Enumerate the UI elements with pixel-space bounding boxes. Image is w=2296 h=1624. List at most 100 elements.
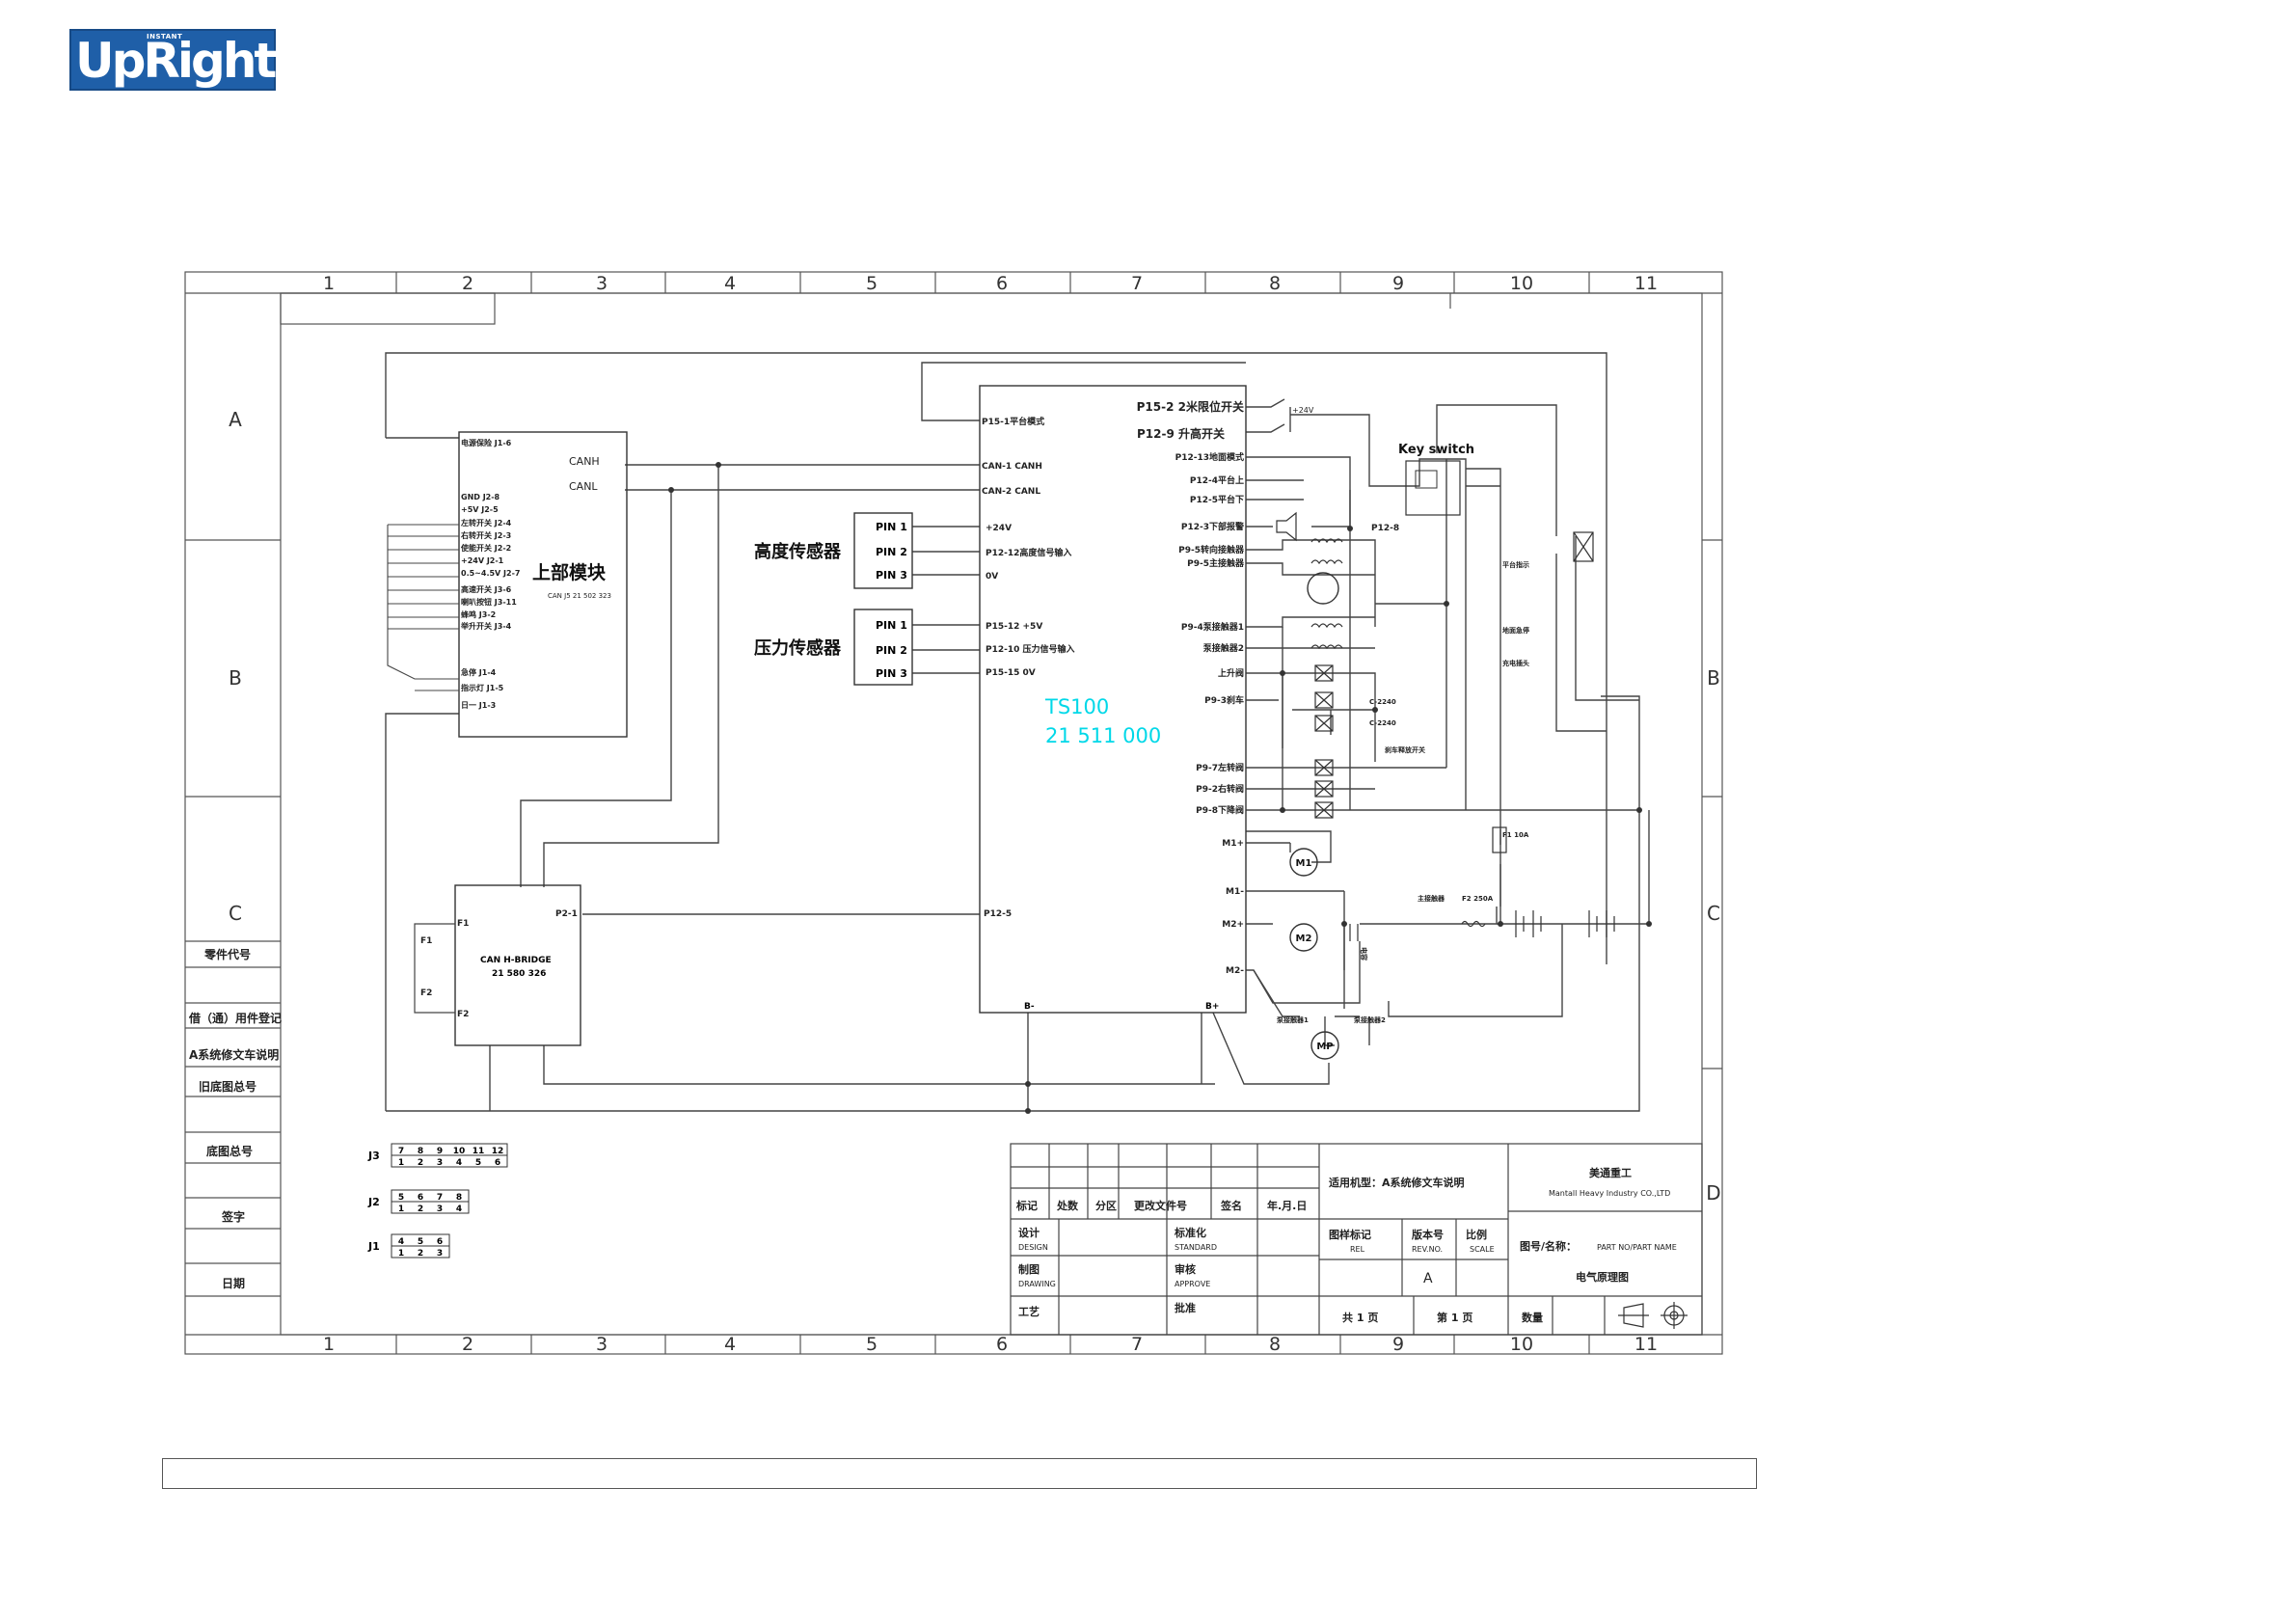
row-label: B (229, 666, 242, 690)
module-pin: +24V J2-1 (461, 556, 504, 565)
col-label: 5 (866, 273, 878, 294)
capacitor-label: 电容 (1360, 947, 1368, 961)
sensor-pin: PIN 2 (876, 644, 907, 657)
tb-cell: 比例 (1466, 1228, 1487, 1241)
svg-text:3: 3 (437, 1249, 443, 1259)
right-label: 泵接触器2 (1353, 1015, 1386, 1024)
module-part: CAN J5 21 502 323 (548, 592, 611, 600)
connector-label: J2 (367, 1196, 380, 1208)
height-sensor-label: 高度传感器 (754, 541, 842, 562)
svg-text:12: 12 (492, 1147, 504, 1156)
upper-module: 上部模块 CANH CANL CAN J5 21 502 323 电源保险 J1… (387, 431, 628, 738)
module-pin: 电源保险 J1-6 (461, 438, 512, 447)
tb-cell: REV.NO. (1412, 1245, 1443, 1254)
sensor-pin: PIN 2 (876, 546, 907, 558)
wiring (385, 352, 1650, 1112)
tb-cell: 更改文件号 (1134, 1199, 1187, 1212)
canh-label: CANH (569, 455, 600, 468)
projection-symbol (1618, 1302, 1688, 1329)
controller-pin: P12-5 (984, 909, 1012, 919)
controller-pin: P12-5平台下 (1190, 494, 1244, 505)
outer-frame (184, 271, 1723, 1355)
motor-labels: M1 M2 MP (1296, 858, 1334, 1052)
controller-pin: CAN-1 CANH (982, 462, 1042, 472)
svg-text:8: 8 (418, 1147, 423, 1156)
controller-pin: M1+ (1222, 839, 1244, 849)
controller-pin: P9-5转向接触器 (1178, 544, 1245, 555)
svg-text:11: 11 (473, 1147, 485, 1156)
svg-text:2: 2 (418, 1249, 423, 1259)
svg-text:3: 3 (437, 1158, 443, 1168)
controller-pin: P9-7左转阀 (1196, 762, 1244, 773)
svg-text:6: 6 (437, 1237, 443, 1247)
svg-text:7: 7 (437, 1193, 443, 1203)
col-label: 3 (596, 1334, 608, 1355)
tb-cell: SCALE (1470, 1245, 1495, 1254)
controller-pin: P15-2 2米限位开关 (1137, 399, 1244, 414)
controller-pin: P9-3刹车 (1204, 694, 1244, 706)
module-pin: 蜂鸣 J3-2 (461, 609, 496, 619)
col-label: 4 (724, 273, 736, 294)
pressure-sensor-label: 压力传感器 (754, 637, 842, 659)
svg-text:1: 1 (398, 1249, 404, 1259)
right-label: F2 250A (1462, 895, 1494, 903)
right-label: C-2240 (1369, 719, 1396, 727)
col-label: 11 (1634, 273, 1658, 294)
col-label: 7 (1131, 1334, 1143, 1355)
col-label: 9 (1392, 273, 1404, 294)
module-pin: 高速开关 J3-6 (461, 584, 512, 594)
tb-part-label: 图号/名称： (1520, 1239, 1577, 1253)
svg-text:10: 10 (453, 1147, 466, 1156)
title-block: 标记 处数 分区 更改文件号 签名 年.月.日 设计 制图 工艺 标准化 审核 … (1010, 1143, 1703, 1336)
motor-label: M2 (1296, 934, 1312, 944)
tb-cell: 标记 (1015, 1199, 1038, 1212)
row-label: B (1707, 666, 1720, 690)
bridge-pin: P2-1 (555, 909, 578, 919)
module-pin: 0.5~4.5V J2-7 (461, 569, 520, 578)
tb-company-en: Mantall Heavy Industry CO.,LTD (1549, 1189, 1670, 1198)
row-label: A (229, 408, 242, 431)
left-panel-row: 底图总号 (206, 1144, 253, 1158)
right-label: C-2240 (1369, 698, 1396, 706)
tb-part-name: PART NO/PART NAME (1597, 1243, 1677, 1252)
right-label: 主接触器 (1418, 894, 1445, 903)
left-panel-row: 旧底图总号 (199, 1079, 257, 1094)
junctions (668, 462, 1652, 1114)
col-label: 5 (866, 1334, 878, 1355)
right-label: 泵接触器1 (1276, 1015, 1309, 1024)
controller-pin: B- (1024, 1002, 1035, 1012)
controller-pin: P9-5主接触器 (1187, 557, 1245, 569)
col-label: 1 (323, 1334, 335, 1355)
svg-text:8: 8 (456, 1193, 462, 1203)
sensor-pin: PIN 1 (876, 619, 907, 632)
controller-pin: M2- (1226, 966, 1244, 976)
controller-pin: M2+ (1222, 920, 1244, 930)
pressure-sensor: 压力传感器 PIN 1 PIN 2 PIN 3 (754, 609, 913, 686)
svg-text:5: 5 (418, 1237, 423, 1247)
column-ticks (395, 272, 1590, 1354)
left-side-panel (185, 940, 281, 1297)
svg-text:6: 6 (495, 1158, 500, 1168)
controller-pin: P12-13地面模式 (1175, 451, 1244, 463)
tb-cell: REL (1350, 1245, 1365, 1254)
tb-cell: 批准 (1175, 1301, 1196, 1314)
controller-pin: 0V (986, 572, 998, 582)
motors (1289, 572, 1339, 1060)
left-panel-row: 零件代号 (203, 947, 251, 961)
motor-label: MP (1316, 1042, 1333, 1052)
upper-module-title: 上部模块 (532, 561, 607, 583)
tb-cell: DRAWING (1018, 1280, 1056, 1288)
col-label: 8 (1269, 273, 1281, 294)
coils-and-valves (1276, 511, 1615, 941)
tb-cell: DESIGN (1018, 1243, 1048, 1252)
ts100-controller: TS100 21 511 000 P15-1平台模式 CAN-1 CANH CA… (979, 385, 1247, 1014)
module-pin: 日一 J1-3 (461, 701, 496, 710)
plus24-label: +24V (1292, 406, 1314, 415)
svg-text:2: 2 (418, 1158, 423, 1168)
footer-box (162, 1458, 1757, 1489)
tb-cell: 设计 (1018, 1226, 1040, 1239)
tb-cell: STANDARD (1175, 1243, 1217, 1252)
tb-cell: 第 1 页 (1437, 1311, 1472, 1324)
